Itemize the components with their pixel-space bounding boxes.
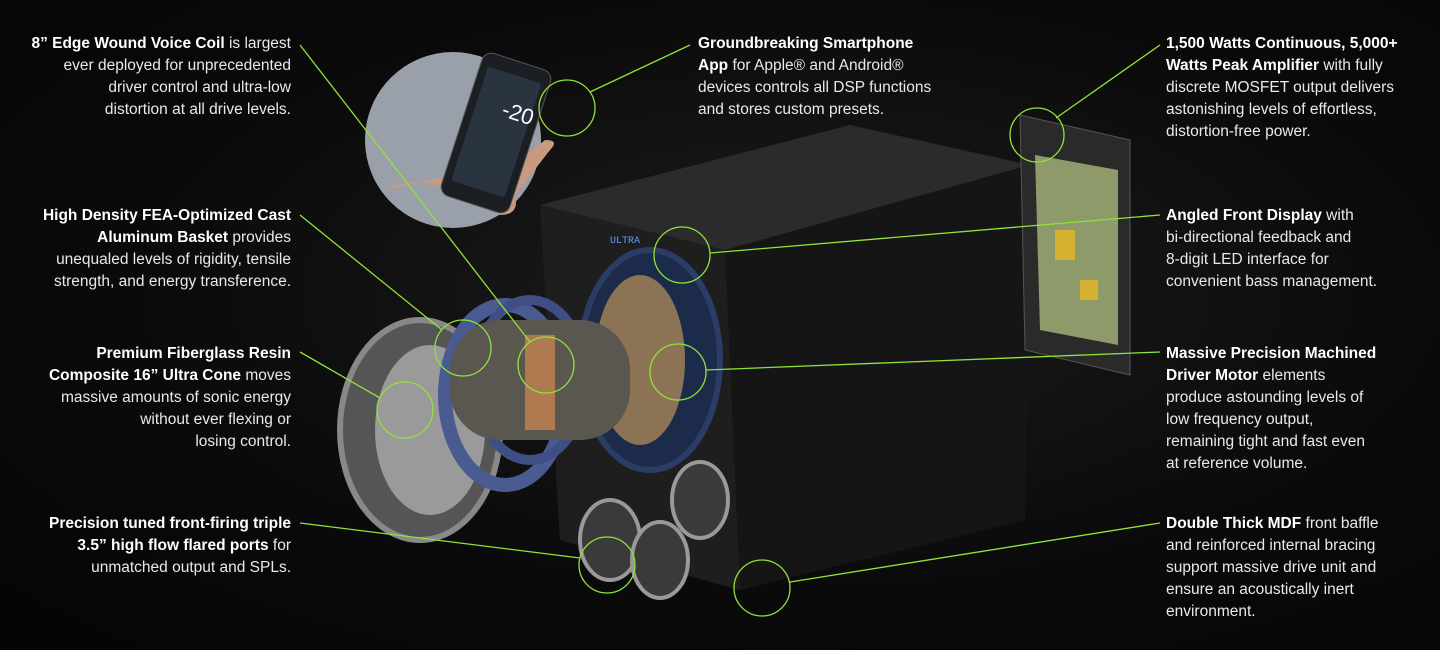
- voice-coil-marker: [517, 336, 575, 394]
- voice-coil-leader: [299, 44, 531, 343]
- callout-title: 1,500 Watts Continuous, 5,000+ Watts Pea…: [1166, 35, 1398, 74]
- callout-title: Groundbreaking Smartphone App: [698, 35, 914, 74]
- flared-ports: [578, 460, 730, 600]
- callout-motor: Massive Precision Machined Driver Motor …: [1166, 343, 1376, 475]
- callout-title: Precision tuned front-firing triple 3.5”…: [49, 515, 291, 554]
- callout-cone: Premium Fiberglass Resin Composite 16” U…: [49, 343, 291, 453]
- motor-marker: [649, 343, 707, 401]
- callout-title: Angled Front Display: [1166, 207, 1322, 224]
- mdf-marker: [733, 559, 791, 617]
- callout-body: with fully discrete MOSFET output delive…: [1166, 57, 1394, 140]
- callout-ports: Precision tuned front-firing triple 3.5”…: [49, 513, 291, 579]
- amplifier-plate: [1019, 114, 1131, 376]
- callout-body: provides unequaled levels of rigidity, t…: [54, 229, 291, 290]
- cone-marker: [376, 381, 434, 439]
- amplifier-leader: [1055, 44, 1161, 119]
- callout-body: moves massive amounts of sonic energy wi…: [60, 367, 291, 450]
- callout-app: Groundbreaking Smartphone App for Apple®…: [698, 33, 931, 121]
- callout-title: Double Thick MDF: [1166, 515, 1302, 532]
- amplifier-marker: [1009, 107, 1065, 163]
- callout-body: elements produce astounding levels of lo…: [1166, 367, 1366, 472]
- ports-marker: [578, 536, 636, 594]
- ports-leader: [299, 522, 581, 559]
- callout-body: front baffle and reinforced internal bra…: [1166, 515, 1379, 620]
- callout-amplifier: 1,500 Watts Continuous, 5,000+ Watts Pea…: [1166, 33, 1398, 143]
- callout-voice-coil: 8” Edge Wound Voice Coil is largest ever…: [31, 33, 291, 121]
- callout-mdf: Double Thick MDF front baffle and reinfo…: [1166, 513, 1378, 623]
- callout-title: Massive Precision Machined Driver Motor: [1166, 345, 1377, 384]
- callout-body: for unmatched output and SPLs.: [91, 537, 291, 576]
- cone-leader: [299, 351, 381, 399]
- motor-leader: [705, 351, 1161, 371]
- display-marker: [653, 226, 711, 284]
- front-display-text: ULTRA: [610, 236, 640, 247]
- app-leader: [589, 44, 691, 93]
- callout-body: for Apple® and Android® devices controls…: [698, 57, 932, 118]
- smartphone-image: -20: [385, 52, 554, 215]
- mdf-leader: [789, 522, 1161, 583]
- basket-leader: [299, 214, 443, 331]
- callout-body: is largest ever deployed for unprecedent…: [63, 35, 292, 118]
- callout-basket: High Density FEA-Optimized Cast Aluminum…: [43, 205, 291, 293]
- display-leader: [709, 214, 1161, 254]
- callout-title: Premium Fiberglass Resin Composite 16” U…: [48, 345, 291, 384]
- callout-title: High Density FEA-Optimized Cast Aluminum…: [42, 207, 291, 246]
- callout-display: Angled Front Display with bi-directional…: [1166, 205, 1377, 293]
- basket-marker: [434, 319, 492, 377]
- app-marker: [538, 79, 596, 137]
- callout-title: 8” Edge Wound Voice Coil: [31, 35, 225, 52]
- callout-body: with bi-directional feedback and 8-digit…: [1166, 207, 1378, 290]
- driver-assembly: [337, 295, 630, 543]
